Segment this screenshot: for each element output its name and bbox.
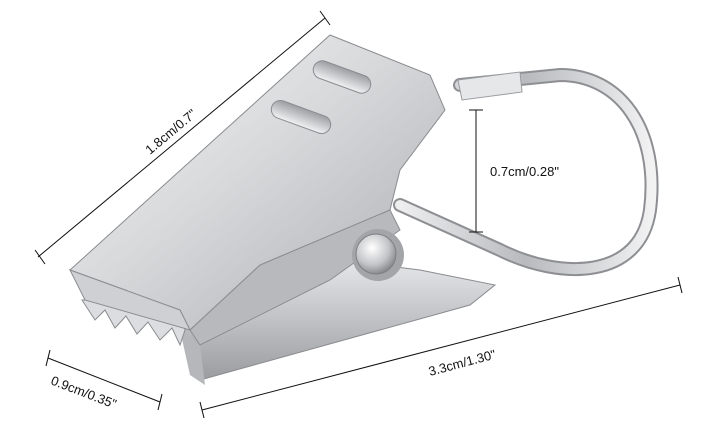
top-lever xyxy=(68,34,446,346)
dim-total-length xyxy=(199,276,683,419)
label-width-front: 0.9cm/0.35" xyxy=(49,373,119,412)
label-length-top: 1.8cm/0.7" xyxy=(142,106,199,157)
label-total-length: 3.3cm/1.30" xyxy=(427,346,498,378)
dim-length-top xyxy=(34,10,331,265)
pivot-rivet xyxy=(352,229,404,281)
wire-loop xyxy=(393,67,659,277)
label-loop-height: 0.7cm/0.28" xyxy=(490,164,559,179)
lever-slots xyxy=(270,60,372,135)
dim-width-front xyxy=(45,349,163,411)
dim-loop-height xyxy=(469,109,483,233)
